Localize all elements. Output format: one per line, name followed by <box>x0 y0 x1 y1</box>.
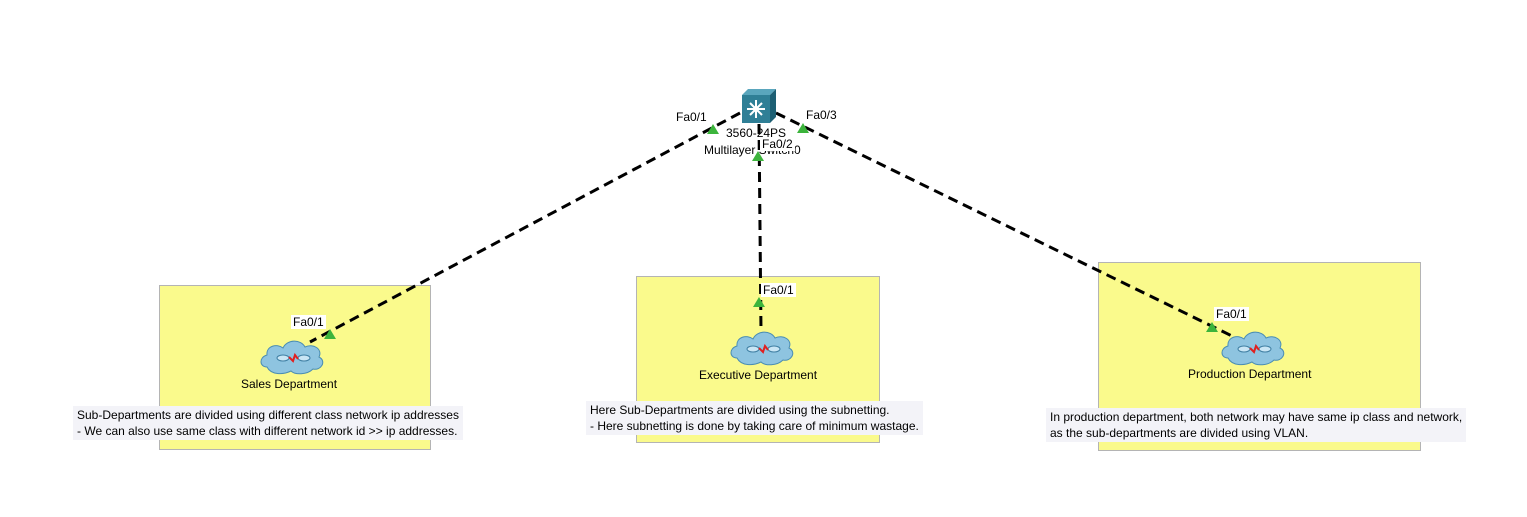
link-production[interactable] <box>775 111 1233 338</box>
production-port-label: Fa0/1 <box>1214 307 1249 321</box>
port-status-sales-fa0-1 <box>324 329 336 339</box>
switch-model-label: 3560-24PS <box>726 126 787 140</box>
production-cloud-icon[interactable] <box>1218 328 1288 368</box>
executive-department-label: Executive Department <box>699 368 818 382</box>
production-note: In production department, both network m… <box>1046 408 1467 442</box>
executive-note: Here Sub-Departments are divided using t… <box>586 401 923 435</box>
port-status-switch-fa0-2 <box>752 151 764 161</box>
port-status-switch-fa0-3 <box>797 123 809 133</box>
switch-port-left-label: Fa0/1 <box>674 110 709 124</box>
port-status-production-fa0-1 <box>1206 322 1218 332</box>
sales-department-label: Sales Department <box>241 377 338 391</box>
port-status-executive-fa0-1 <box>753 297 765 307</box>
sales-cloud-icon[interactable] <box>257 337 327 377</box>
executive-cloud-icon[interactable] <box>727 328 797 368</box>
port-status-switch-fa0-1 <box>707 124 719 134</box>
executive-port-label: Fa0/1 <box>761 283 796 297</box>
multilayer-switch-icon[interactable] <box>740 89 776 123</box>
link-sales[interactable] <box>309 111 741 344</box>
sales-note: Sub-Departments are divided using differ… <box>73 406 463 440</box>
switch-port-right-label: Fa0/3 <box>804 108 839 122</box>
production-department-label: Production Department <box>1188 367 1312 381</box>
sales-port-label: Fa0/1 <box>291 315 326 329</box>
switch-port-middle-label: Fa0/2 <box>760 137 795 151</box>
